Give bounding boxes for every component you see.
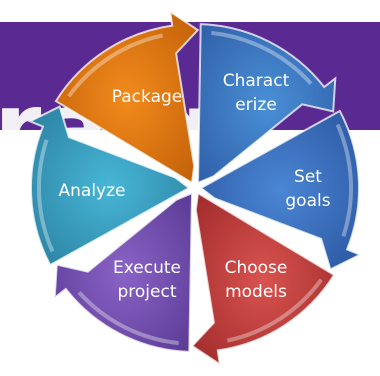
segment-package-highlight bbox=[67, 33, 164, 98]
segment-choose-models bbox=[190, 191, 336, 367]
segment-characterize-label: Charact erize bbox=[223, 71, 290, 115]
segment-execute-project bbox=[53, 191, 194, 353]
segment-analyze-label-line: Analyze bbox=[59, 181, 126, 201]
segment-analyze-highlight bbox=[37, 139, 55, 253]
segment-set-goals-label-line: Set bbox=[294, 167, 322, 187]
segment-characterize-label-line: erize bbox=[235, 95, 277, 115]
segment-characterize bbox=[196, 23, 337, 185]
segment-analyze-label: Analyze bbox=[59, 181, 126, 201]
segment-package-label: Package bbox=[112, 87, 182, 107]
segment-choose-models-label: Choose models bbox=[225, 258, 288, 302]
segment-choose-models-highlight bbox=[226, 278, 323, 343]
segment-characterize-highlight bbox=[211, 30, 313, 85]
segment-set-goals-label: Set goals bbox=[285, 167, 330, 211]
segment-execute-project-highlight bbox=[77, 291, 179, 346]
segment-package-label-line: Package bbox=[112, 87, 182, 107]
segment-characterize-label-line: Charact bbox=[223, 71, 290, 91]
segment-choose-models-label-line: models bbox=[225, 282, 287, 302]
segment-choose-models-label-line: Choose bbox=[225, 258, 288, 278]
segment-execute-project-label-line: project bbox=[117, 282, 176, 302]
segment-package bbox=[54, 9, 200, 185]
segment-set-goals-label-line: goals bbox=[285, 191, 330, 211]
segment-execute-project-label-line: Execute bbox=[113, 258, 181, 278]
segment-analyze bbox=[27, 105, 191, 267]
segment-set-goals-highlight bbox=[335, 123, 353, 237]
segment-execute-project-label: Execute project bbox=[113, 258, 181, 302]
segment-set-goals bbox=[199, 109, 363, 271]
